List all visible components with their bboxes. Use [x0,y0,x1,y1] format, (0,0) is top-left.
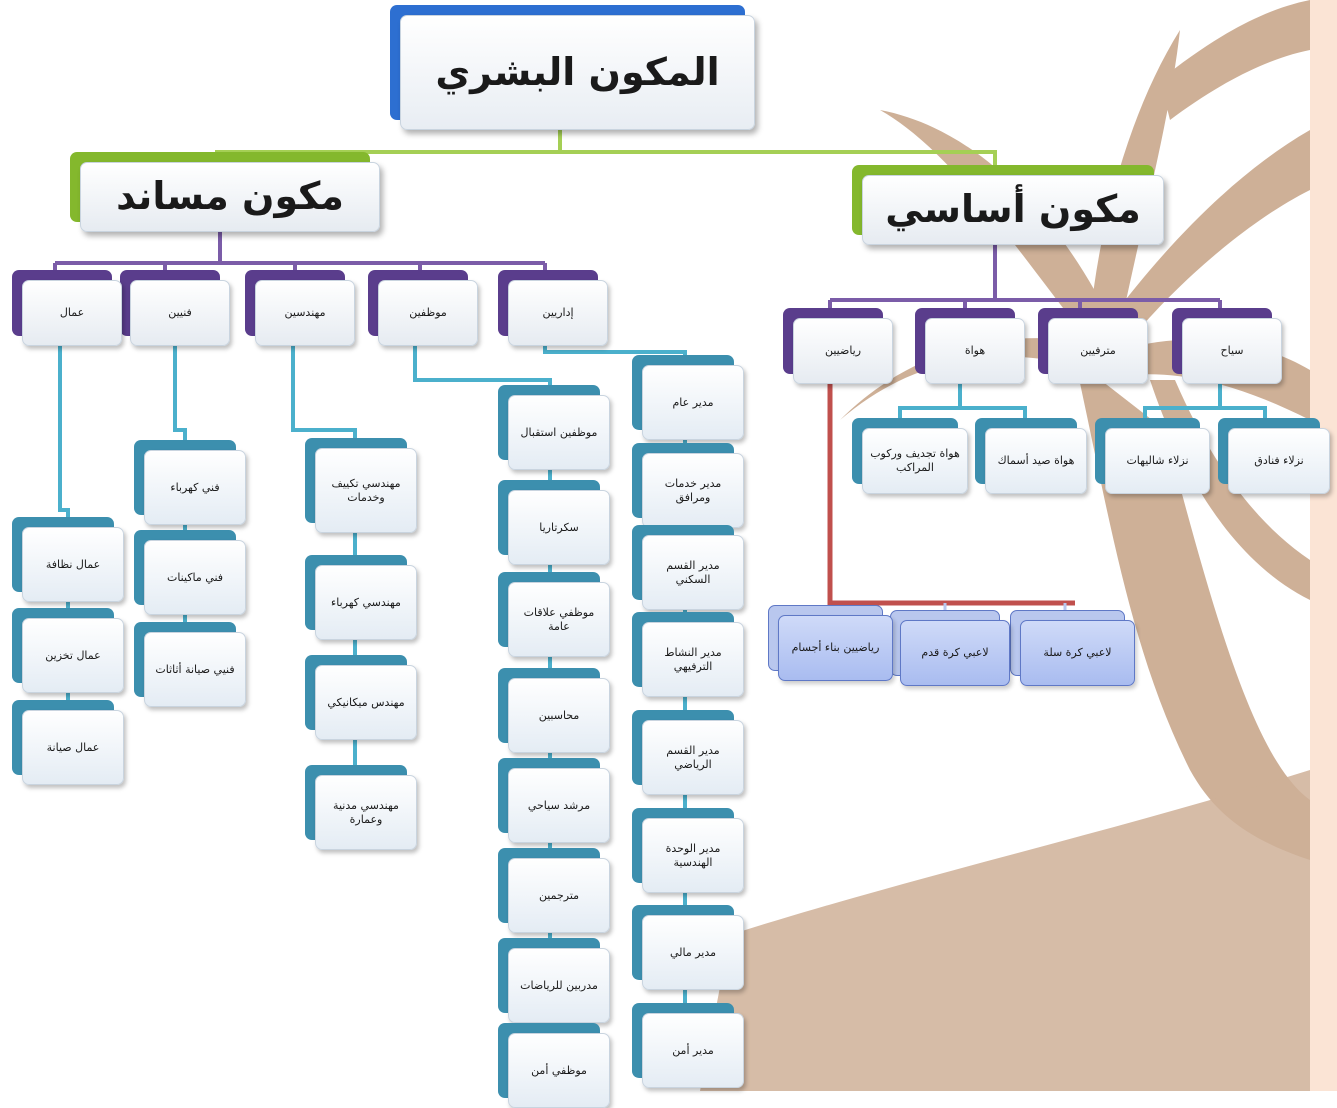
technicians-child-node: فني ماكينات [134,530,246,615]
hobbyists-line [960,406,1027,420]
admins-child-node-label: مدير القسم الرياضي [642,720,744,795]
staff-child-node: مرشد سياحي [498,758,610,843]
tourists-child-node-label: نزلاء شاليهات [1105,428,1210,494]
athletes-child-node-label: رياضيين بناء أجسام [778,615,893,681]
side-panel [1310,0,1337,1091]
staff-child-node-label: موظفي أمن [508,1033,610,1108]
support-child-node: إداريين [498,270,608,346]
admins-child-node-label: مدير النشاط الترفيهي [642,622,744,697]
basic-child-node: سياح [1172,308,1282,384]
hobbyists-child-node: هواة تجديف وركوب المراكب [852,418,968,494]
tourists-line [1220,406,1267,420]
support-child-node: موظفين [368,270,478,346]
staff-child-node-label: مرشد سياحي [508,768,610,843]
root-to-basic-line [558,130,997,165]
support-child-node: مهندسين [245,270,355,346]
engineers-child-node: مهندس ميكانيكي [305,655,417,740]
hobbyists-line [898,382,962,420]
root-node: المكون البشري [390,5,755,130]
engineers-child-node: مهندسي كهرباء [305,555,417,640]
basic-node: مكون أساسي [852,165,1164,245]
engineers-child-node-label: مهندسي كهرباء [315,565,417,640]
admins-child-node-label: مدير الوحدة الهندسية [642,818,744,893]
basic-child-node: رياضيين [783,308,893,384]
technicians-child-node: فنيي صيانة أثاثات [134,622,246,707]
staff-child-node: مترجمين [498,848,610,933]
support-child-node-label: موظفين [378,280,478,346]
support-child-node-label: مهندسين [255,280,355,346]
admins-child-node: مدير القسم السكني [632,525,744,610]
athletes-child-node: رياضيين بناء أجسام [768,605,893,681]
admins-child-node-label: مدير القسم السكني [642,535,744,610]
support-child-node-label: فنيين [130,280,230,346]
athletes-child-node: لاعبي كرة قدم [890,610,1010,686]
staff-child-node-label: سكرتاريا [508,490,610,565]
workers-child-node-label: عمال نظافة [22,527,124,602]
admins-child-node: مدير النشاط الترفيهي [632,612,744,697]
athletes-child-node-label: لاعبي كرة سلة [1020,620,1135,686]
admins-child-node-label: مدير خدمات ومرافق [642,453,744,528]
support-child-node: عمال [12,270,122,346]
engineers-child-node: مهندسي مدنية وعمارة [305,765,417,850]
support-node: مكون مساند [70,152,380,232]
staff-child-node-label: محاسبين [508,678,610,753]
basic-child-node-label: مترفيين [1048,318,1148,384]
engineers-child-node-label: مهندسي مدنية وعمارة [315,775,417,850]
admins-child-node: مدير القسم الرياضي [632,710,744,795]
workers-child-node: عمال نظافة [12,517,124,602]
admins-child-node: مدير عام [632,355,744,440]
support-child-node-label: إداريين [508,280,608,346]
staff-child-node: موظفي أمن [498,1023,610,1108]
technicians-child-node-label: فني ماكينات [144,540,246,615]
staff-child-node: محاسبين [498,668,610,753]
support-node-label: مكون مساند [80,162,380,232]
athletes-child-node: لاعبي كرة سلة [1010,610,1135,686]
basic-child-node-label: رياضيين [793,318,893,384]
staff-child-node-label: مترجمين [508,858,610,933]
staff-child-node-label: موظفي علاقات عامة [508,582,610,657]
technicians-child-node-label: فني كهرباء [144,450,246,525]
technicians-child-node: فني كهرباء [134,440,246,525]
admins-child-node: مدير خدمات ومرافق [632,443,744,528]
admins-child-node: مدير الوحدة الهندسية [632,808,744,893]
admins-child-node: مدير أمن [632,1003,744,1088]
support-child-node: فنيين [120,270,230,346]
hobbyists-child-node: هواة صيد أسماك [975,418,1087,494]
hobbyists-child-node-label: هواة صيد أسماك [985,428,1087,494]
basic-child-node-label: سياح [1182,318,1282,384]
tourists-line [1143,382,1222,420]
engineers-child-node: مهندسي تكييف وخدمات [305,438,417,533]
workers-child-node: عمال صيانة [12,700,124,785]
basic-child-node: هواة [915,308,1025,384]
admins-child-node-label: مدير مالي [642,915,744,990]
workers-child-node-label: عمال تخزين [22,618,124,693]
tourists-child-node: نزلاء فنادق [1218,418,1330,494]
basic-child-node: مترفيين [1038,308,1148,384]
staff-child-node: موظفي علاقات عامة [498,572,610,657]
engineers-child-node-label: مهندسي تكييف وخدمات [315,448,417,533]
basic-child-node-label: هواة [925,318,1025,384]
workers-child-node-label: عمال صيانة [22,710,124,785]
tourists-child-node: نزلاء شاليهات [1095,418,1210,494]
workers-child-node: عمال تخزين [12,608,124,693]
staff-child-node: سكرتاريا [498,480,610,565]
hobbyists-child-node-label: هواة تجديف وركوب المراكب [862,428,968,494]
staff-child-node: مدربين للرياضات [498,938,610,1023]
staff-child-node-label: مدربين للرياضات [508,948,610,1023]
technicians-child-node-label: فنيي صيانة أثاثات [144,632,246,707]
admins-chain-line [543,343,687,1050]
staff-child-node: موظفين استقبال [498,385,610,470]
admins-child-node-label: مدير عام [642,365,744,440]
athletes-child-node-label: لاعبي كرة قدم [900,620,1010,686]
admins-child-node-label: مدير أمن [642,1013,744,1088]
basic-node-label: مكون أساسي [862,175,1164,245]
engineers-child-node-label: مهندس ميكانيكي [315,665,417,740]
support-child-node-label: عمال [22,280,122,346]
admins-child-node: مدير مالي [632,905,744,990]
tourists-child-node-label: نزلاء فنادق [1228,428,1330,494]
root-node-label: المكون البشري [400,15,755,130]
staff-child-node-label: موظفين استقبال [508,395,610,470]
